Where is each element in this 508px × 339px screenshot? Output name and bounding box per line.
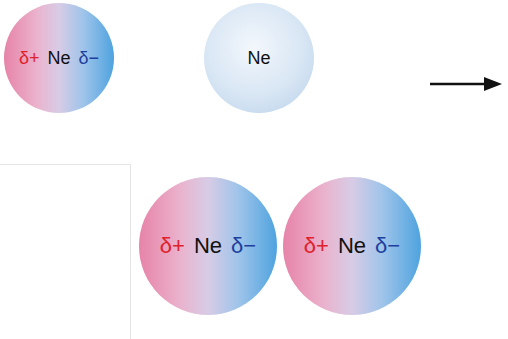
partial-charge: δ− [79, 48, 100, 69]
atom-label-row: Ne [247, 48, 270, 69]
arrow-head [484, 77, 502, 91]
atom-circle: δ+ Ne δ− [139, 177, 277, 315]
atom-circle: δ+ Ne δ− [4, 3, 114, 113]
atom-circle: Ne [204, 3, 314, 113]
element-symbol: Ne [47, 48, 70, 69]
partial-charge: δ+ [160, 233, 185, 259]
element-symbol: Ne [194, 233, 222, 259]
reaction-arrow [430, 83, 488, 86]
partial-charge: δ+ [304, 233, 329, 259]
partial-charge: δ− [375, 233, 400, 259]
atom-label-row: δ+ Ne δ− [304, 233, 400, 259]
atom-label-row: δ+ Ne δ− [19, 48, 99, 69]
partial-charge: δ+ [19, 48, 40, 69]
atom-label-row: δ+ Ne δ− [160, 233, 256, 259]
element-symbol: Ne [338, 233, 366, 259]
atom-circle: δ+ Ne δ− [283, 177, 421, 315]
panel-edge [0, 164, 130, 165]
element-symbol: Ne [247, 48, 270, 69]
partial-charge: δ− [231, 233, 256, 259]
panel-edge [130, 164, 131, 339]
